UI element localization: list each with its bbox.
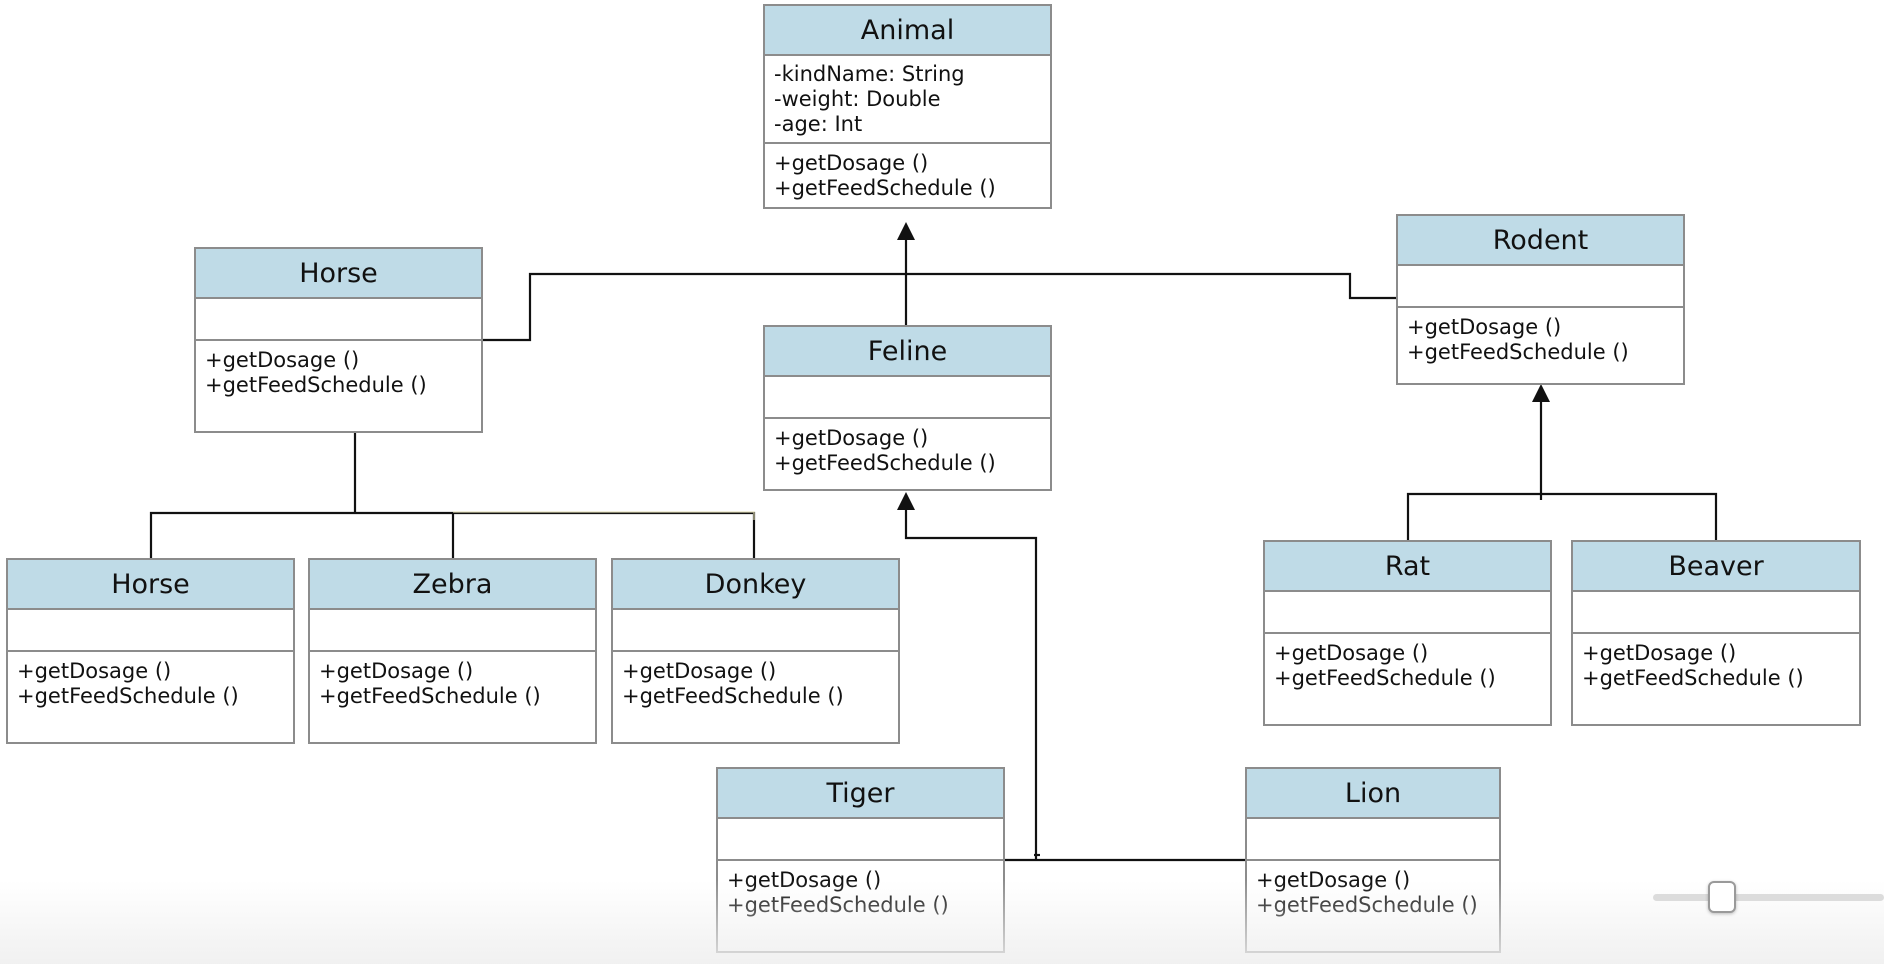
connector-rodent-children-bus	[1406, 492, 1718, 540]
operation-getdosage: +getDosage ()	[727, 868, 882, 892]
operation-getfeedschedule: +getFeedSchedule ()	[622, 684, 844, 708]
class-horse-child-attributes	[8, 610, 293, 652]
class-rodent-operations: +getDosage () +getFeedSchedule ()	[1398, 308, 1683, 371]
operation-getfeedschedule: +getFeedSchedule ()	[1274, 666, 1496, 690]
class-beaver[interactable]: Beaver +getDosage () +getFeedSchedule ()	[1571, 540, 1861, 726]
class-feline-attributes	[765, 377, 1050, 419]
class-lion-name: Lion	[1247, 769, 1499, 819]
class-animal-attributes: -kindName: String -weight: Double -age: …	[765, 56, 1050, 144]
class-feline-operations: +getDosage () +getFeedSchedule ()	[765, 419, 1050, 482]
operation-getdosage: +getDosage ()	[774, 151, 929, 175]
operation-getfeedschedule: +getFeedSchedule ()	[774, 451, 996, 475]
attribute-age: -age: Int	[774, 112, 863, 136]
class-animal[interactable]: Animal -kindName: String -weight: Double…	[763, 4, 1052, 209]
class-rodent-attributes	[1398, 266, 1683, 308]
arrowhead-feline	[897, 492, 915, 510]
operation-getfeedschedule: +getFeedSchedule ()	[1407, 340, 1629, 364]
class-lion-operations: +getDosage () +getFeedSchedule ()	[1247, 861, 1499, 924]
class-rodent-name: Rodent	[1398, 216, 1683, 266]
operation-getdosage: +getDosage ()	[774, 426, 929, 450]
class-tiger-operations: +getDosage () +getFeedSchedule ()	[718, 861, 1003, 924]
class-lion-attributes	[1247, 819, 1499, 861]
zoom-slider-thumb[interactable]	[1708, 881, 1737, 913]
operation-getfeedschedule: +getFeedSchedule ()	[205, 373, 427, 397]
class-donkey-name: Donkey	[613, 560, 898, 610]
class-zebra-operations: +getDosage () +getFeedSchedule ()	[310, 652, 595, 715]
operation-getdosage: +getDosage ()	[1256, 868, 1411, 892]
operation-getfeedschedule: +getFeedSchedule ()	[17, 684, 239, 708]
class-horse-child-operations: +getDosage () +getFeedSchedule ()	[8, 652, 293, 715]
class-feline[interactable]: Feline +getDosage () +getFeedSchedule ()	[763, 325, 1052, 491]
operation-getdosage: +getDosage ()	[205, 348, 360, 372]
class-zebra-attributes	[310, 610, 595, 652]
connector-rodent-to-animal	[906, 272, 1396, 300]
operation-getdosage: +getDosage ()	[17, 659, 172, 683]
class-beaver-operations: +getDosage () +getFeedSchedule ()	[1573, 634, 1859, 697]
operation-getdosage: +getDosage ()	[319, 659, 474, 683]
class-rat-operations: +getDosage () +getFeedSchedule ()	[1265, 634, 1550, 697]
class-zebra[interactable]: Zebra +getDosage () +getFeedSchedule ()	[308, 558, 597, 744]
class-beaver-name: Beaver	[1573, 542, 1859, 592]
operation-getfeedschedule: +getFeedSchedule ()	[1582, 666, 1804, 690]
class-horse-parent-operations: +getDosage () +getFeedSchedule ()	[196, 341, 481, 404]
class-horse-parent-name: Horse	[196, 249, 481, 299]
class-tiger-attributes	[718, 819, 1003, 861]
class-horse-child-name: Horse	[8, 560, 293, 610]
connector-highlight-trace	[453, 511, 755, 520]
operation-getdosage: +getDosage ()	[1274, 641, 1429, 665]
class-horse-parent[interactable]: Horse +getDosage () +getFeedSchedule ()	[194, 247, 483, 433]
operation-getfeedschedule: +getFeedSchedule ()	[774, 176, 996, 200]
operation-getdosage: +getDosage ()	[1407, 315, 1562, 339]
class-rat[interactable]: Rat +getDosage () +getFeedSchedule ()	[1263, 540, 1552, 726]
class-animal-operations: +getDosage () +getFeedSchedule ()	[765, 144, 1050, 207]
class-donkey-attributes	[613, 610, 898, 652]
operation-getfeedschedule: +getFeedSchedule ()	[1256, 893, 1478, 917]
class-feline-name: Feline	[765, 327, 1050, 377]
zoom-slider-track[interactable]	[1653, 894, 1884, 901]
class-zebra-name: Zebra	[310, 560, 595, 610]
class-horse-parent-attributes	[196, 299, 481, 341]
operation-getdosage: +getDosage ()	[622, 659, 777, 683]
arrowhead-rodent	[1532, 384, 1550, 402]
class-lion[interactable]: Lion +getDosage () +getFeedSchedule ()	[1245, 767, 1501, 953]
class-horse-child[interactable]: Horse +getDosage () +getFeedSchedule ()	[6, 558, 295, 744]
operation-getfeedschedule: +getFeedSchedule ()	[319, 684, 541, 708]
attribute-kindname: -kindName: String	[774, 62, 965, 86]
class-rodent[interactable]: Rodent +getDosage () +getFeedSchedule ()	[1396, 214, 1685, 385]
class-animal-name: Animal	[765, 6, 1050, 56]
class-donkey-operations: +getDosage () +getFeedSchedule ()	[613, 652, 898, 715]
class-tiger[interactable]: Tiger +getDosage () +getFeedSchedule ()	[716, 767, 1005, 953]
class-donkey[interactable]: Donkey +getDosage () +getFeedSchedule ()	[611, 558, 900, 744]
operation-getfeedschedule: +getFeedSchedule ()	[727, 893, 949, 917]
class-beaver-attributes	[1573, 592, 1859, 634]
class-rat-name: Rat	[1265, 542, 1550, 592]
class-rat-attributes	[1265, 592, 1550, 634]
attribute-weight: -weight: Double	[774, 87, 941, 111]
class-tiger-name: Tiger	[718, 769, 1003, 819]
zoom-slider[interactable]	[1650, 878, 1884, 918]
arrowhead-animal	[897, 222, 915, 240]
connector-horse-children-bus	[149, 511, 756, 558]
operation-getdosage: +getDosage ()	[1582, 641, 1737, 665]
